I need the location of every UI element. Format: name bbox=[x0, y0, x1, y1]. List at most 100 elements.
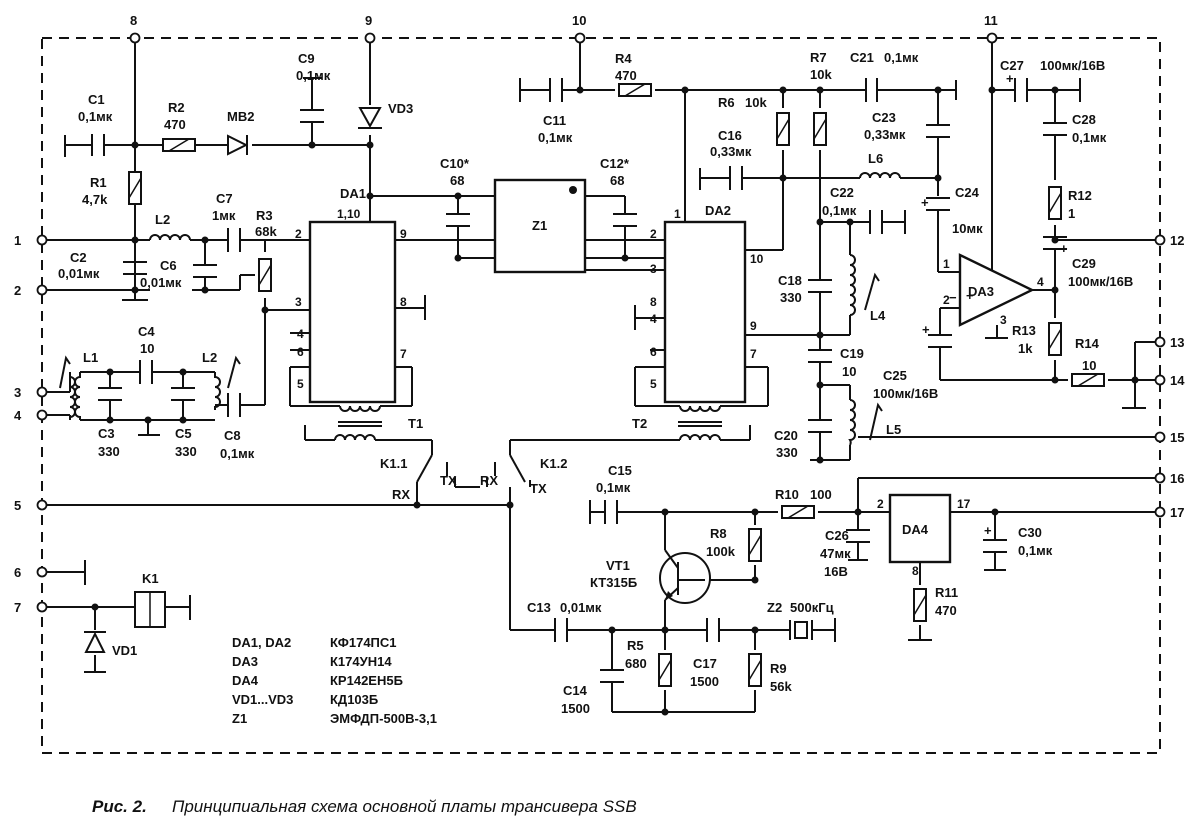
svg-text:DA1, DA2: DA1, DA2 bbox=[232, 635, 291, 650]
svg-text:3: 3 bbox=[650, 262, 657, 276]
svg-text:10: 10 bbox=[572, 13, 586, 28]
label-c11: C11 bbox=[543, 113, 566, 128]
label-r9: R9 bbox=[770, 661, 787, 676]
svg-text:56k: 56k bbox=[770, 679, 792, 694]
capacitor-symbols bbox=[91, 78, 1067, 683]
label-l6: L6 bbox=[868, 151, 883, 166]
svg-text:330: 330 bbox=[175, 444, 197, 459]
label-r4: R4 bbox=[615, 51, 632, 66]
svg-text:8: 8 bbox=[650, 295, 657, 309]
svg-text:5: 5 bbox=[297, 377, 304, 391]
svg-text:330: 330 bbox=[780, 290, 802, 305]
label-c26: C26 bbox=[825, 528, 849, 543]
label-tx-2: TX bbox=[530, 481, 547, 496]
terminal-7: 7 bbox=[14, 600, 48, 615]
label-da2: DA2 bbox=[705, 203, 731, 218]
label-vt1: VT1 bbox=[606, 558, 630, 573]
label-c29: C29 bbox=[1072, 256, 1096, 271]
caption-text: Принципиальная схема основной платы тран… bbox=[172, 797, 637, 816]
terminal-1: 1 bbox=[14, 233, 48, 248]
svg-text:2: 2 bbox=[14, 283, 21, 298]
svg-text:10: 10 bbox=[140, 341, 154, 356]
label-r11: R11 bbox=[935, 585, 958, 600]
label-c3: C3 bbox=[98, 426, 115, 441]
crystal-z2 bbox=[789, 620, 815, 640]
svg-text:68k: 68k bbox=[255, 224, 277, 239]
label-c17: C17 bbox=[693, 656, 717, 671]
label-c6: C6 bbox=[160, 258, 177, 273]
terminal-13: 13 bbox=[1154, 335, 1184, 350]
label-c15: C15 bbox=[608, 463, 632, 478]
svg-text:1k: 1k bbox=[1018, 341, 1033, 356]
svg-text:+: + bbox=[921, 195, 929, 210]
svg-text:8: 8 bbox=[130, 13, 137, 28]
svg-text:330: 330 bbox=[98, 444, 120, 459]
svg-text:1: 1 bbox=[1068, 206, 1075, 221]
svg-text:0,1мк: 0,1мк bbox=[822, 203, 857, 218]
component-labels: C1 0,1мк R2 470 MB2 C9 0,1мк VD3 R1 4,7k… bbox=[58, 50, 1133, 716]
transistor-vt1 bbox=[659, 549, 711, 604]
svg-text:+: + bbox=[1006, 71, 1014, 86]
svg-text:1: 1 bbox=[674, 207, 681, 221]
label-k12: K1.2 bbox=[540, 456, 567, 471]
svg-text:68: 68 bbox=[610, 173, 624, 188]
terminal-2: 2 bbox=[14, 283, 48, 298]
svg-text:680: 680 bbox=[625, 656, 647, 671]
svg-text:ЭМФДП-500В-3,1: ЭМФДП-500В-3,1 bbox=[330, 711, 437, 726]
capacitor-c21-symbol bbox=[865, 78, 878, 102]
label-da3: DA3 bbox=[968, 284, 994, 299]
svg-text:330: 330 bbox=[776, 445, 798, 460]
label-c24: C24 bbox=[955, 185, 980, 200]
label-rx-1: RX bbox=[392, 487, 410, 502]
diode-symbols bbox=[84, 107, 382, 653]
label-r5: R5 bbox=[627, 638, 644, 653]
svg-text:6: 6 bbox=[650, 345, 657, 359]
label-c19: C19 bbox=[840, 346, 864, 361]
svg-text:470: 470 bbox=[164, 117, 186, 132]
label-vd3: VD3 bbox=[388, 101, 413, 116]
svg-text:15: 15 bbox=[1170, 430, 1184, 445]
terminal-17: 17 bbox=[1154, 505, 1184, 520]
svg-text:КР142ЕН5Б: КР142ЕН5Б bbox=[330, 673, 403, 688]
svg-text:3: 3 bbox=[14, 385, 21, 400]
svg-text:10: 10 bbox=[750, 252, 764, 266]
svg-text:100: 100 bbox=[810, 487, 832, 502]
svg-text:470: 470 bbox=[935, 603, 957, 618]
label-c4: C4 bbox=[138, 324, 155, 339]
svg-text:DA3: DA3 bbox=[232, 654, 258, 669]
svg-text:14: 14 bbox=[1170, 373, 1185, 388]
svg-text:5: 5 bbox=[14, 498, 21, 513]
label-c20: C20 bbox=[774, 428, 798, 443]
svg-text:0,01мк: 0,01мк bbox=[140, 275, 182, 290]
label-c16: C16 bbox=[718, 128, 742, 143]
svg-text:0,1мк: 0,1мк bbox=[220, 446, 255, 461]
svg-text:4: 4 bbox=[650, 312, 657, 326]
svg-text:47мк: 47мк bbox=[820, 546, 851, 561]
terminal-14: 14 bbox=[1154, 373, 1185, 388]
label-r7: R7 bbox=[810, 50, 827, 65]
svg-text:17: 17 bbox=[957, 497, 971, 511]
svg-text:10: 10 bbox=[842, 364, 856, 379]
label-r1: R1 bbox=[90, 175, 107, 190]
terminal-6: 6 bbox=[14, 565, 48, 580]
terminal-5: 5 bbox=[14, 498, 48, 513]
label-c7: C7 bbox=[216, 191, 233, 206]
wires bbox=[42, 38, 1160, 713]
svg-text:+: + bbox=[984, 523, 992, 538]
label-c25: C25 bbox=[883, 368, 907, 383]
svg-text:0,1мк: 0,1мк bbox=[296, 68, 331, 83]
label-c12: C12* bbox=[600, 156, 630, 171]
label-c1: C1 bbox=[88, 92, 105, 107]
label-vd1: VD1 bbox=[112, 643, 137, 658]
ic-pin-numbers: 1,10 2 3 4 5 6 7 8 9 1 2 3 4 5 6 7 8 9 1… bbox=[295, 207, 1044, 578]
label-da1: DA1 bbox=[340, 186, 366, 201]
svg-text:0,33мк: 0,33мк bbox=[710, 144, 752, 159]
label-k1: K1 bbox=[142, 571, 159, 586]
label-l1: L1 bbox=[83, 350, 98, 365]
label-c22: C22 bbox=[830, 185, 854, 200]
label-c27: C27 bbox=[1000, 58, 1024, 73]
label-r6: R6 bbox=[718, 95, 735, 110]
terminal-15: 15 bbox=[1154, 430, 1184, 445]
svg-text:2: 2 bbox=[943, 293, 950, 307]
